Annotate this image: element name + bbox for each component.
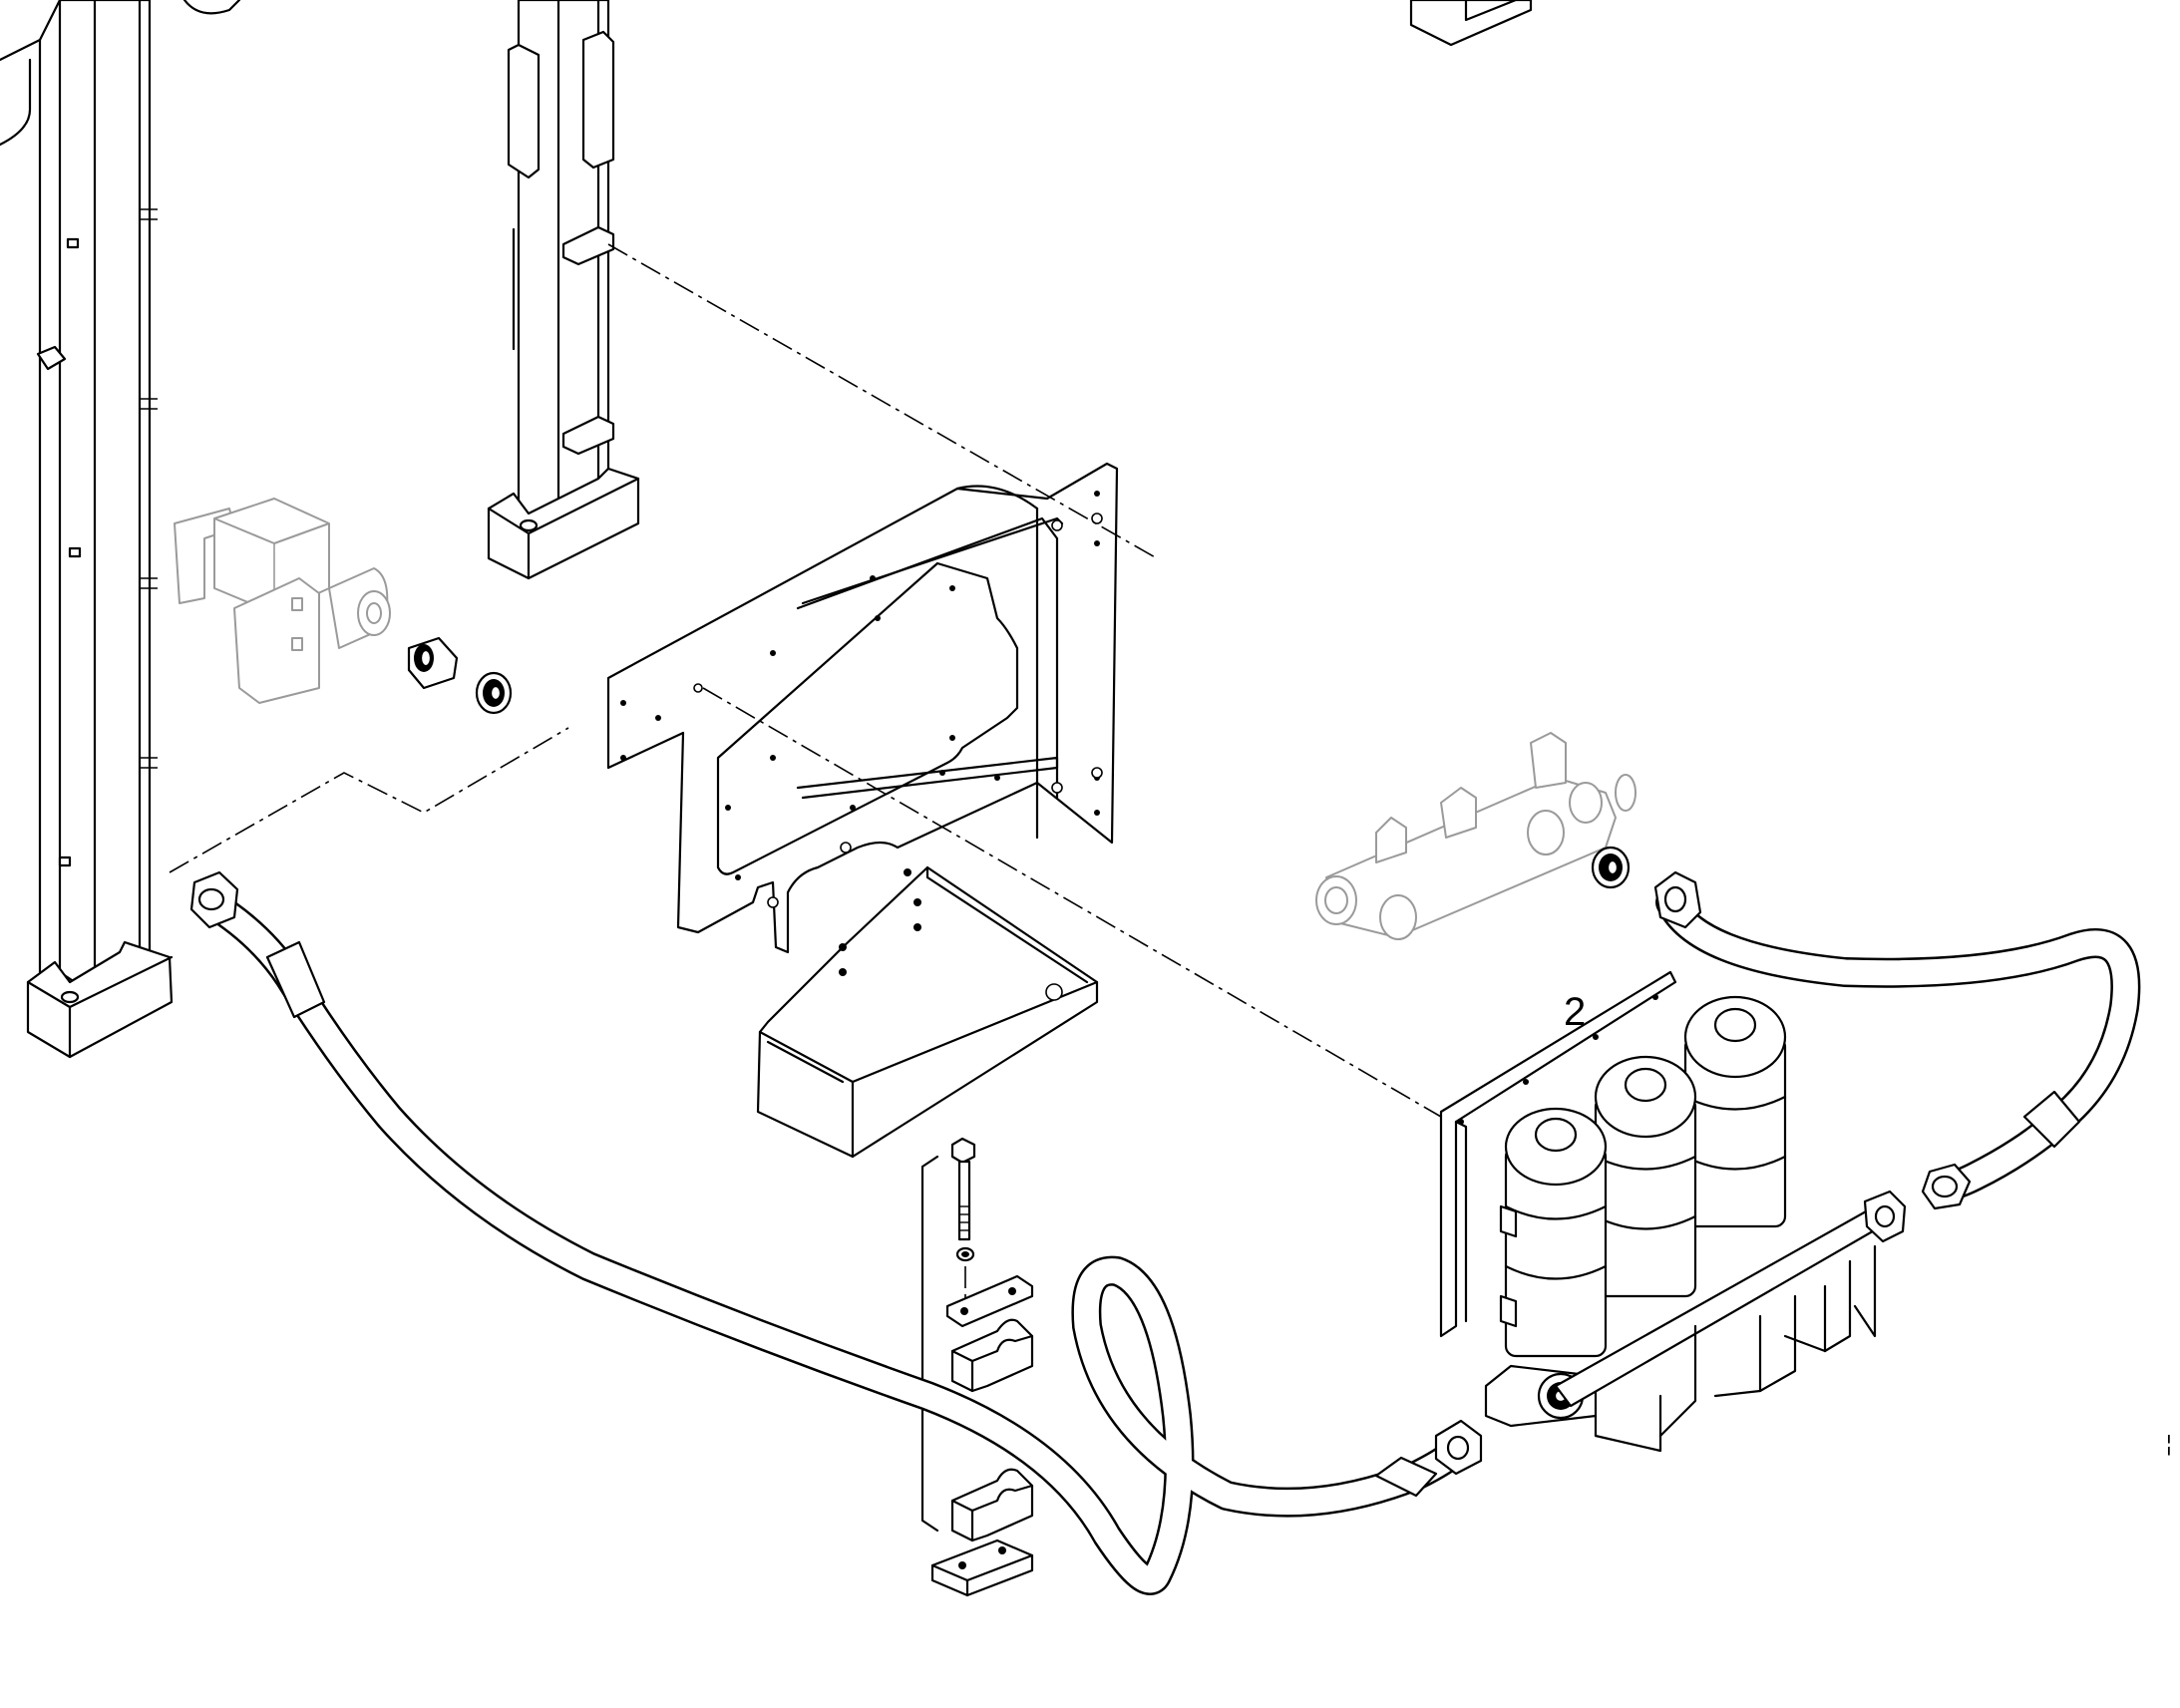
filter-assembly [1439, 970, 1907, 1453]
fitting-right [1591, 846, 1631, 889]
ghost-valve-left [174, 498, 391, 704]
fitting-pair-left [407, 636, 513, 715]
left-frame-post [0, 0, 241, 1059]
top-bracket-partial [1409, 0, 1533, 47]
ghost-manifold [1315, 732, 1636, 940]
tray [756, 865, 1099, 1159]
hose-long [189, 870, 1483, 1595]
mounting-plate [606, 462, 1119, 954]
edge-mark: ¦ [2166, 1431, 2172, 1456]
center-frame-post [487, 0, 640, 580]
clamp-kit [920, 1137, 1034, 1597]
hose-right [1653, 870, 2141, 1210]
assembly-lines [169, 243, 1442, 1118]
callout-item-2: 2 [1564, 990, 1586, 1034]
